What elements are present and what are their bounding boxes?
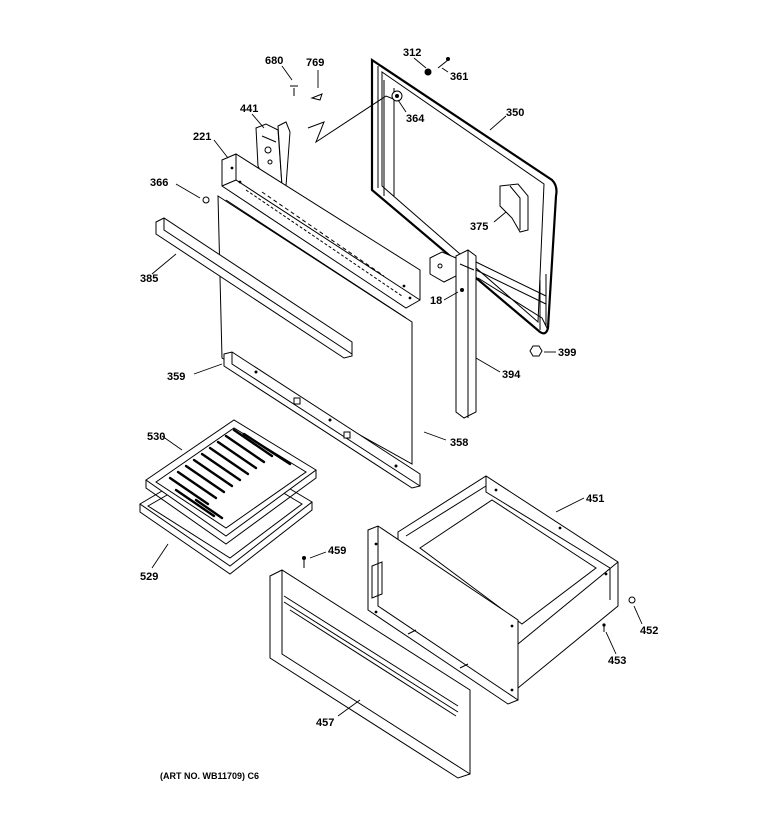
label-221: 221 (193, 131, 211, 143)
label-459: 459 (328, 545, 346, 557)
label-451: 451 (586, 493, 604, 505)
drawer-inner-front (367, 525, 519, 705)
drawer-front-457 (269, 569, 471, 779)
leader-lines (151, 57, 643, 717)
rivet-453 (602, 623, 606, 632)
label-441: 441 (240, 103, 258, 115)
label-680: 680 (265, 55, 283, 67)
label-358: 358 (450, 437, 468, 449)
label-361: 361 (450, 71, 468, 83)
clip-769 (310, 93, 323, 101)
label-18: 18 (430, 295, 442, 307)
label-385: 385 (140, 273, 158, 285)
label-457: 457 (316, 717, 334, 729)
label-366: 366 (150, 177, 168, 189)
door-handle-385 (155, 217, 353, 359)
label-394: 394 (502, 369, 521, 381)
hinge-boss-364 (391, 90, 403, 102)
bracket-375 (499, 183, 529, 233)
door-trim-221 (221, 153, 421, 309)
label-529: 529 (140, 571, 158, 583)
label-769: 769 (306, 57, 324, 69)
glide-452 (628, 596, 636, 604)
label-312: 312 (403, 47, 421, 59)
nut-312 (424, 68, 432, 76)
label-453: 453 (608, 655, 626, 667)
door-liner-350 (307, 57, 558, 335)
screw-459 (302, 556, 306, 568)
art-number: (ART NO. WB11709) C6 (160, 771, 259, 781)
broiler-grid-530 (145, 419, 317, 545)
label-375: 375 (470, 221, 488, 233)
screw-361 (437, 57, 450, 69)
label-350: 350 (506, 107, 524, 119)
label-452: 452 (640, 625, 658, 637)
label-364: 364 (406, 113, 425, 125)
label-399: 399 (558, 347, 576, 359)
part-labels: 680 769 312 361 441 364 350 221 366 375 … (140, 47, 658, 729)
hinge-channel-394 (429, 249, 477, 419)
nut-399 (529, 345, 543, 357)
screw-680 (290, 85, 298, 96)
screw-366 (202, 196, 210, 204)
label-530: 530 (147, 431, 165, 443)
label-359: 359 (167, 371, 185, 383)
door-bottom-trim-359 (223, 351, 421, 489)
